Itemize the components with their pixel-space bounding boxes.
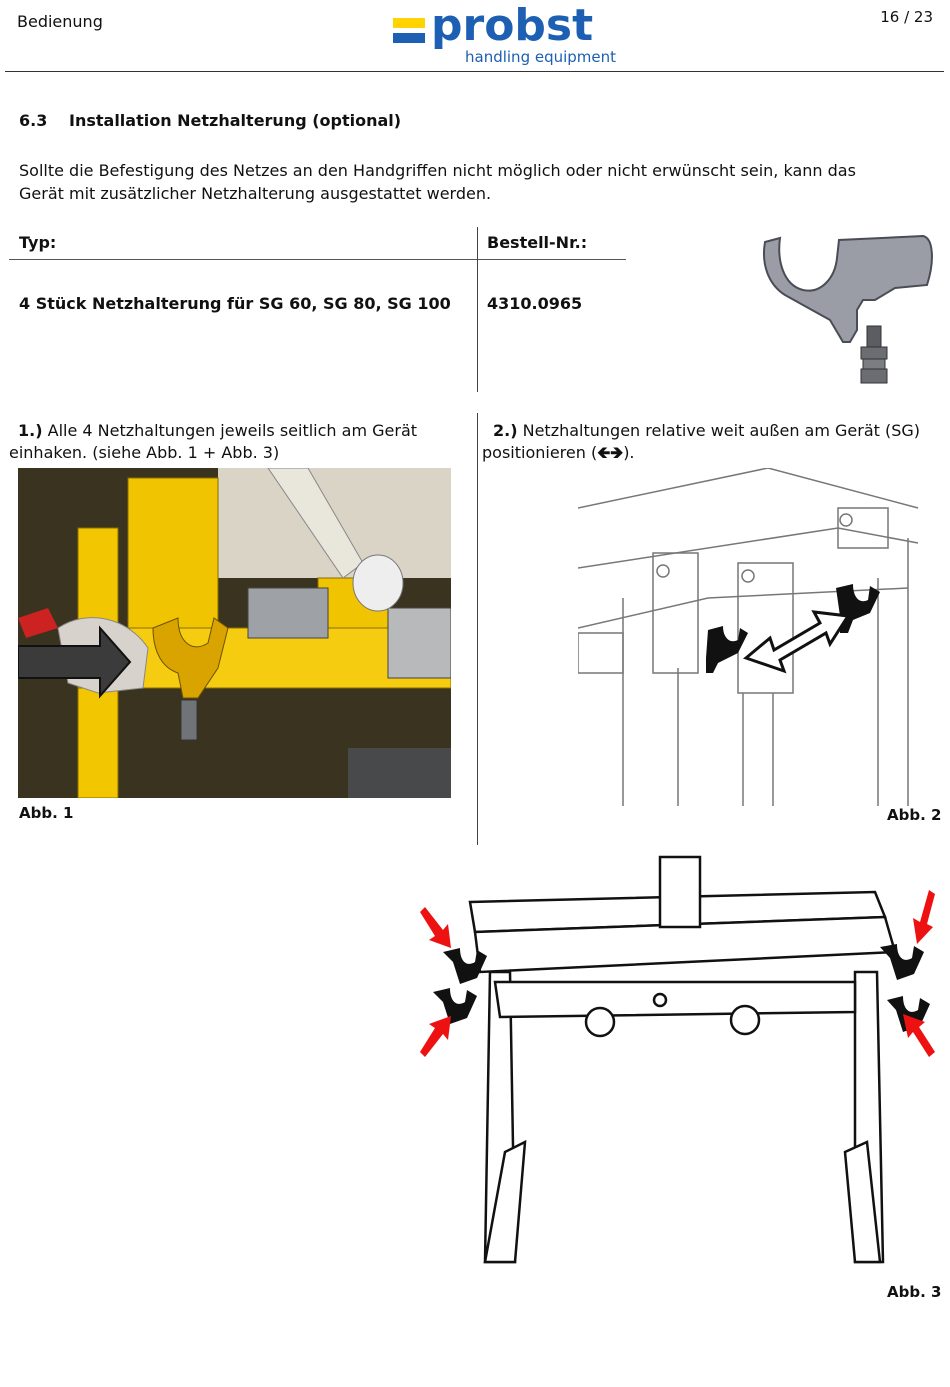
frame-top-rail — [578, 468, 919, 509]
logo-yellow-bar — [393, 18, 425, 28]
table-column-divider — [477, 227, 478, 392]
handle-box — [578, 632, 624, 674]
drawing-abb-3 — [420, 855, 935, 1264]
red-arrow-bottom-right — [903, 1014, 935, 1057]
nut-2 — [860, 368, 888, 384]
header-divider — [5, 71, 944, 72]
step-2-end: ). — [623, 443, 635, 462]
page-number: 16 / 23 — [880, 8, 933, 26]
logo-wordmark: probst — [431, 0, 594, 51]
metal-cylinder — [387, 607, 451, 679]
table-header-typ: Typ: — [19, 233, 57, 252]
net-holder-right — [836, 584, 880, 633]
hook-top-right — [880, 944, 924, 980]
steps-column-divider — [477, 413, 478, 845]
net-holder-illustration — [763, 234, 933, 384]
step-2-body: Netzhaltungen relative weit außen am Ger… — [482, 421, 921, 462]
step-1-number: 1.) — [18, 421, 43, 440]
step-2-text: 2.) Netzhaltungen relative weit außen am… — [482, 420, 932, 464]
roller — [352, 554, 404, 612]
bracket-center — [737, 562, 794, 694]
hook-top-left — [443, 948, 487, 984]
red-handle — [18, 608, 58, 638]
bolt-top — [866, 325, 882, 349]
logo-blue-bar — [393, 33, 425, 43]
dark-base — [348, 748, 451, 798]
roller-1 — [584, 1006, 616, 1038]
left-jaw — [483, 1139, 527, 1264]
section-title: Installation Netzhalterung (optional) — [69, 111, 402, 130]
hook-plate — [763, 234, 933, 343]
net-holder-in-photo — [152, 617, 229, 699]
intro-paragraph: Sollte die Befestigung des Netzes an den… — [19, 161, 856, 203]
logo-subtitle: handling equipment — [465, 48, 617, 66]
bracket-right — [837, 507, 889, 549]
roller-2 — [729, 1004, 761, 1036]
step-1-text: 1.) Alle 4 Netzhaltungen jeweils seitlic… — [9, 420, 469, 464]
bolt-b — [741, 569, 755, 583]
double-arrow-glyph: 🡸🡺 — [597, 443, 624, 462]
bolt-a — [656, 564, 670, 578]
center-mechanism — [658, 855, 702, 929]
caption-abb-1: Abb. 1 — [19, 804, 74, 822]
net-holder-left — [706, 626, 748, 673]
pointer-arrow — [18, 625, 132, 699]
right-jaw — [843, 1140, 882, 1264]
nut-1 — [860, 346, 888, 360]
drawing-abb-2 — [578, 468, 919, 806]
red-arrow-top-right — [913, 890, 935, 944]
front-cross-beam — [493, 980, 857, 1019]
section-number: 6.3 — [19, 111, 48, 130]
table-divider — [9, 259, 626, 260]
probst-logo: probst handling equipment — [393, 0, 618, 70]
table-cell-typ: 4 Stück Netzhalterung für SG 60, SG 80, … — [19, 294, 451, 313]
table-cell-order-number: 4310.0965 — [487, 294, 583, 313]
hook-bottom-left — [433, 988, 477, 1024]
bolt-c — [839, 513, 853, 527]
holder-bolt — [180, 699, 198, 741]
table-header-order-number: Bestell-Nr.: — [487, 233, 588, 252]
center-bolt — [652, 992, 668, 1008]
bracket-left — [652, 552, 699, 674]
red-arrow-top-left — [420, 907, 451, 948]
header-section-label: Bedienung — [17, 12, 103, 31]
metal-block — [247, 587, 329, 639]
washer — [862, 358, 886, 370]
red-arrow-bottom-left — [420, 1016, 451, 1057]
caption-abb-3: Abb. 3 — [887, 1283, 942, 1301]
position-double-arrow — [742, 610, 851, 674]
photo-abb-1 — [18, 468, 451, 798]
step-1-body: Alle 4 Netzhaltungen jeweils seitlich am… — [9, 421, 418, 462]
caption-abb-2: Abb. 2 — [887, 806, 942, 824]
step-2-number: 2.) — [493, 421, 518, 440]
